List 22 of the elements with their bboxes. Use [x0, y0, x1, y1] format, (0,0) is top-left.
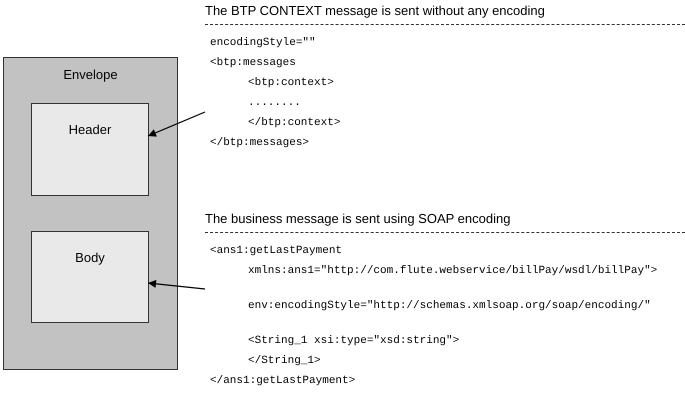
code-line: env:encodingStyle="http://schemas.xmlsoap.org/soap/encoding/" — [248, 300, 651, 312]
code-line: ........ — [248, 97, 301, 109]
envelope-box — [3, 57, 178, 370]
arrow — [148, 111, 206, 137]
arrow — [148, 280, 206, 290]
code-line: <String_1 xsi:type="xsd:string"> — [248, 335, 460, 347]
code-line: <btp:messages — [210, 57, 296, 69]
box-label: Header — [68, 122, 112, 137]
section-box — [31, 231, 149, 323]
code-line: xmlns:ans1="http://com.flute.webservice/billPay/wsdl/billPay"> — [248, 265, 658, 277]
code-line: <ans1:getLastPayment — [210, 245, 342, 257]
section-heading: The business message is sent using SOAP encoding — [205, 210, 512, 228]
section-box — [31, 103, 149, 196]
code-line: </btp:context> — [248, 117, 340, 129]
code-line: encodingStyle="" — [210, 37, 316, 49]
code-line: </String_1> — [248, 355, 321, 367]
code-line: <btp:context> — [248, 77, 334, 89]
section-heading: The BTP CONTEXT message is sent without any encoding — [205, 2, 546, 20]
code-line: </ans1:getLastPayment> — [210, 375, 356, 387]
box-label: Envelope — [63, 67, 118, 82]
code-line: </btp:messages> — [210, 137, 310, 149]
box-label: Body — [75, 250, 105, 265]
